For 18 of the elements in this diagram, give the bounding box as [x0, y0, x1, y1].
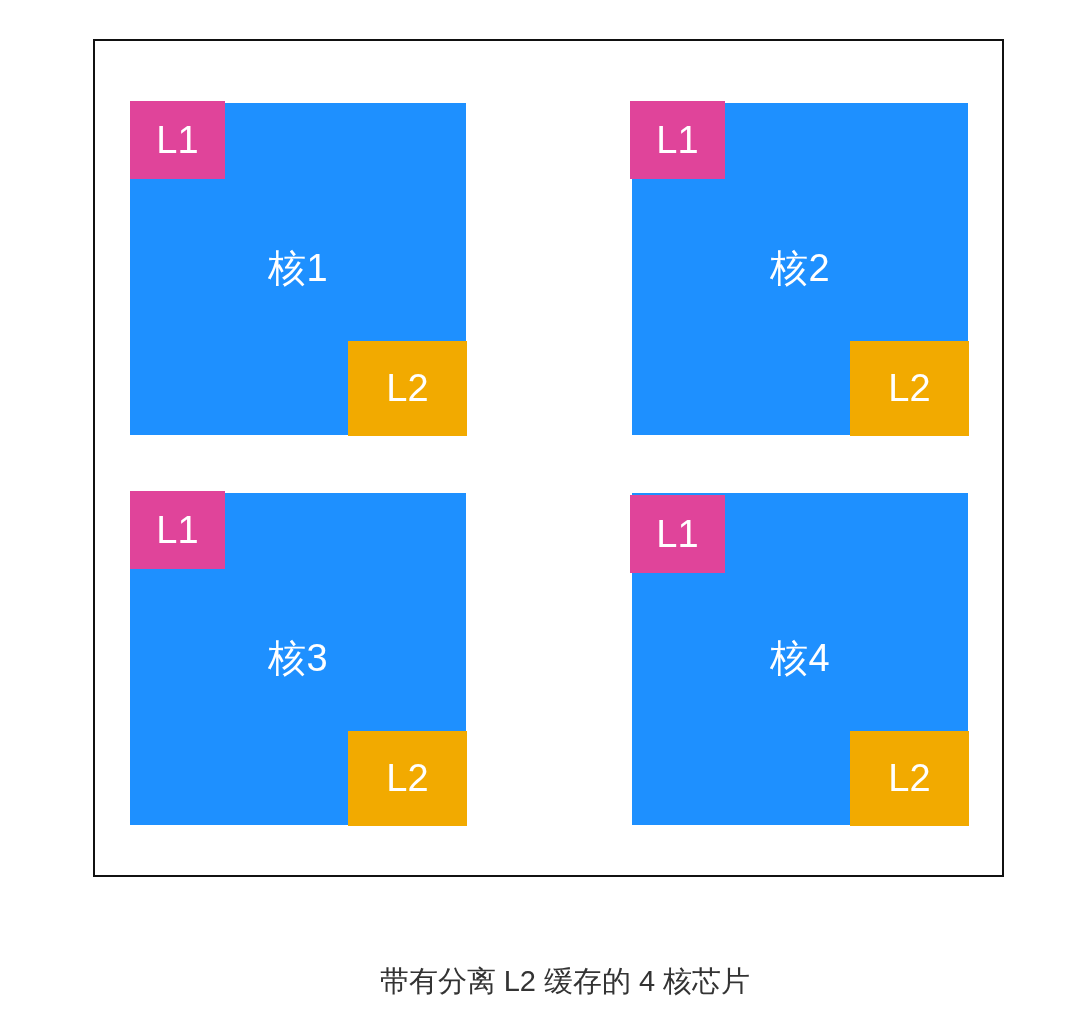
- figure-caption: 带有分离 L2 缓存的 4 核芯片: [378, 964, 752, 999]
- cache-block: L2: [850, 341, 969, 436]
- core-label: 核1: [267, 246, 329, 291]
- core-label: 核4: [769, 636, 831, 681]
- core-block: [130, 493, 466, 825]
- cache-block: L2: [850, 731, 969, 826]
- chip-outline: [93, 39, 1004, 877]
- core-block: [632, 103, 968, 435]
- core-label: 核3: [267, 636, 329, 681]
- core-block: [130, 103, 466, 435]
- cache-block: L1: [130, 491, 225, 569]
- cache-block: L1: [630, 495, 725, 573]
- core-block: [632, 493, 968, 825]
- core-label: 核2: [769, 246, 831, 291]
- cache-block: L1: [630, 101, 725, 179]
- cache-block: L2: [348, 341, 467, 436]
- cache-block: L2: [348, 731, 467, 826]
- cache-block: L1: [130, 101, 225, 179]
